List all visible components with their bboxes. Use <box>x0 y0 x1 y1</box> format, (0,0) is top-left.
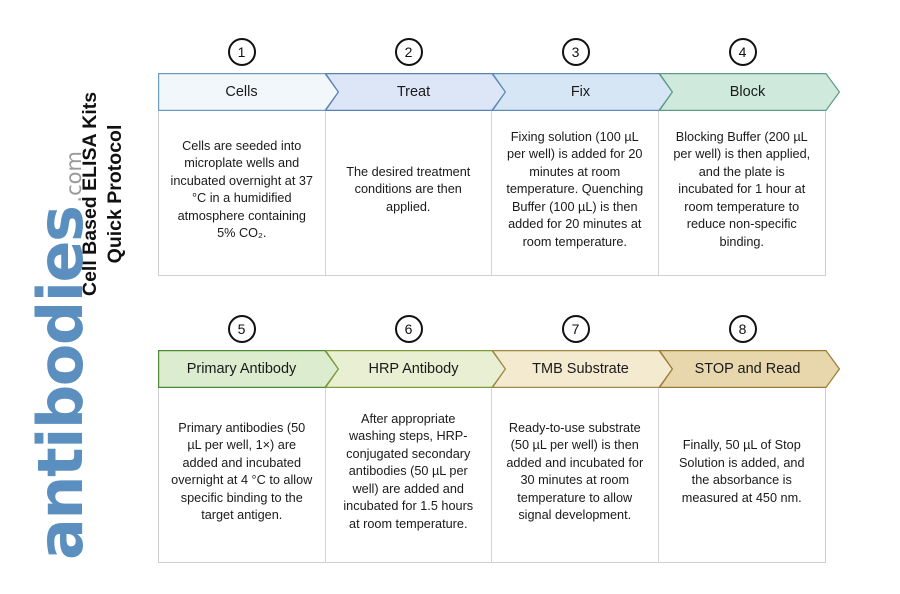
logo-wordmark: antibodies <box>24 206 97 560</box>
step-banner-label-3: Fix <box>570 84 591 100</box>
step-description-text-4: Blocking Buffer (200 µL per well) is the… <box>673 129 811 249</box>
step-description-cell-4: Blocking Buffer (200 µL per well) is the… <box>659 111 826 275</box>
step-badge-strip-1: 1 2 3 4 <box>158 36 845 68</box>
protocol-row-1: 1 2 3 4 Cells Treat Fix Block Cells are seeded… <box>158 36 858 276</box>
step-number-badge-6: 6 <box>394 315 423 343</box>
step-number-badge-4: 4 <box>728 38 757 66</box>
step-banner-label-6: HRP Antibody <box>368 361 459 377</box>
step-number-badge-5: 5 <box>227 315 256 343</box>
step-description-text-7: Ready-to-use substrate (50 µL per well) … <box>506 420 644 523</box>
step-banner-strip-2: Primary Antibody HRP Antibody TMB Substrat… <box>158 350 858 388</box>
step-banner-2[interactable]: Treat <box>325 73 506 111</box>
step-banner-1[interactable]: Cells <box>158 73 339 111</box>
step-banner-label-8: STOP and Read <box>694 361 801 377</box>
step-banner-label-5: Primary Antibody <box>186 361 297 377</box>
step-number-badge-1: 1 <box>227 38 256 66</box>
step-badge-strip-2: 5 6 7 8 <box>158 313 845 345</box>
vertical-title-block: Cell Based ELISA Kits Quick Protocol ant… <box>0 0 160 594</box>
step-banner-label-7: TMB Substrate <box>532 361 629 377</box>
step-description-cell-6: After appropriate washing steps, HRP-con… <box>326 388 492 562</box>
page-title-line-2: Quick Protocol <box>104 124 126 264</box>
step-body-table-1: Cells are seeded into microplate wells a… <box>158 111 826 276</box>
step-description-cell-3: Fixing solution (100 µL per well) is add… <box>492 111 659 275</box>
step-description-text-6: After appropriate washing steps, HRP-con… <box>343 411 474 531</box>
step-banner-8[interactable]: STOP and Read <box>659 350 840 388</box>
step-description-cell-1: Cells are seeded into microplate wells a… <box>159 111 326 275</box>
step-banner-5[interactable]: Primary Antibody <box>158 350 339 388</box>
step-banner-4[interactable]: Block <box>659 73 840 111</box>
chevron-shape-8 <box>659 350 840 388</box>
step-banner-label-2: Treat <box>396 84 431 100</box>
step-description-cell-7: Ready-to-use substrate (50 µL per well) … <box>492 388 659 562</box>
step-banner-strip-1: Cells Treat Fix Block <box>158 73 858 111</box>
step-description-text-5: Primary antibodies (50 µL per well, 1×) … <box>171 420 313 523</box>
antibodies-logo[interactable]: antibodies .com <box>24 151 97 560</box>
step-description-text-2: The desired treatment conditions are the… <box>346 164 471 214</box>
step-banner-7[interactable]: TMB Substrate <box>492 350 673 388</box>
step-description-text-1: Cells are seeded into microplate wells a… <box>170 138 314 241</box>
step-banner-label-1: Cells <box>225 84 258 100</box>
step-description-text-8: Finally, 50 µL of Stop Solution is added… <box>678 438 805 505</box>
step-banner-label-4: Block <box>729 84 766 100</box>
chevron-shape-4 <box>659 73 840 111</box>
step-description-cell-5: Primary antibodies (50 µL per well, 1×) … <box>159 388 326 562</box>
step-number-badge-2: 2 <box>394 38 423 66</box>
step-number-badge-3: 3 <box>561 38 590 66</box>
step-banner-3[interactable]: Fix <box>492 73 673 111</box>
step-description-cell-8: Finally, 50 µL of Stop Solution is added… <box>659 388 826 562</box>
step-body-table-2: Primary antibodies (50 µL per well, 1×) … <box>158 388 826 563</box>
logo-domain-suffix: .com <box>62 151 86 203</box>
step-banner-6[interactable]: HRP Antibody <box>325 350 506 388</box>
step-description-cell-2: The desired treatment conditions are the… <box>326 111 492 275</box>
step-number-badge-8: 8 <box>728 315 757 343</box>
protocol-row-2: 5 6 7 8 Primary Antibody HRP Antibody TMB Sub… <box>158 313 858 563</box>
step-description-text-3: Fixing solution (100 µL per well) is add… <box>506 129 644 249</box>
step-number-badge-7: 7 <box>561 315 590 343</box>
